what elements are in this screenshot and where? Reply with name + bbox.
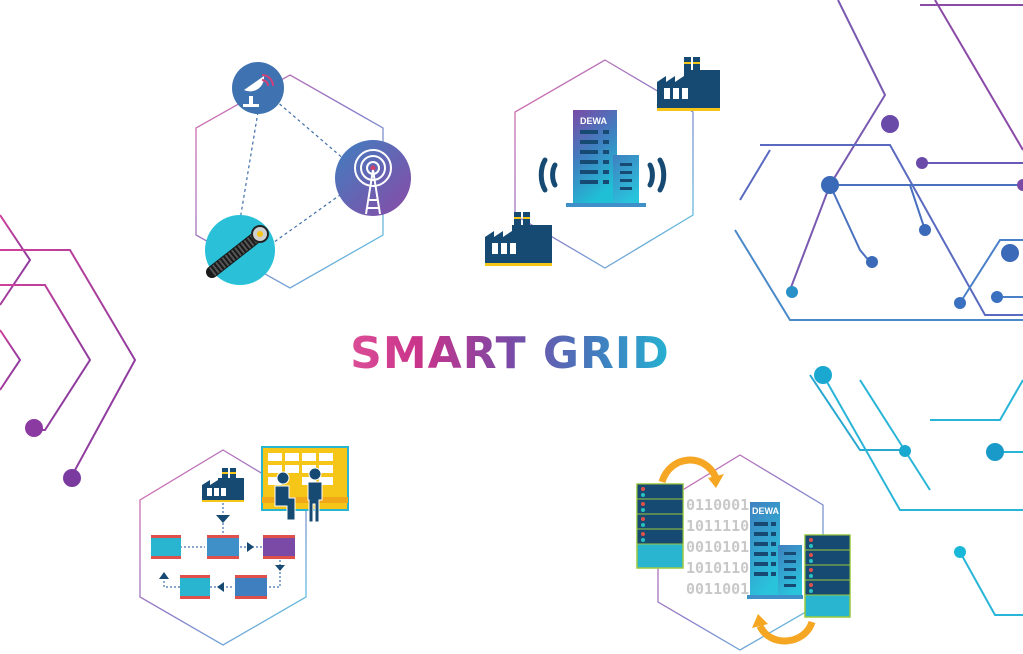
binary-digits: 0110001 1011110 0010101 1010110 0011001 bbox=[686, 496, 749, 598]
left-node-1 bbox=[25, 419, 43, 437]
binary-row: 1011110 bbox=[686, 517, 749, 535]
dewa-building-icon-data: DEWA bbox=[747, 502, 803, 599]
factory-icon-bottom bbox=[485, 212, 552, 266]
server-rack-left-icon bbox=[636, 483, 684, 569]
operators-icon bbox=[274, 467, 323, 523]
utility-building-group: DEWA bbox=[485, 57, 720, 266]
binary-row: 0010101 bbox=[686, 538, 749, 556]
satellite-dish-icon bbox=[232, 62, 284, 114]
radio-tower-icon bbox=[335, 140, 411, 216]
sync-arrow-top-icon bbox=[658, 456, 724, 488]
right-circuit-nodes bbox=[786, 115, 1023, 558]
grid-modules bbox=[151, 535, 295, 599]
page-title: SMART GRID bbox=[330, 328, 690, 379]
dewa-building-icon: DEWA bbox=[538, 110, 667, 207]
building-label-top: DEWA bbox=[580, 116, 608, 126]
control-center-group bbox=[151, 446, 349, 599]
binary-row: 0011001 bbox=[686, 580, 749, 598]
server-rack-right-icon bbox=[804, 534, 851, 618]
fiber-cable-icon bbox=[205, 215, 275, 285]
left-node-2 bbox=[63, 469, 81, 487]
network-links bbox=[239, 99, 346, 246]
factory-icon-control bbox=[202, 468, 244, 502]
flow-arrows bbox=[159, 515, 285, 592]
factory-icon-top bbox=[657, 57, 720, 111]
communication-network bbox=[205, 62, 411, 285]
binary-row: 1010110 bbox=[686, 559, 749, 577]
binary-row: 0110001 bbox=[686, 496, 749, 514]
left-circuit-lines bbox=[0, 214, 137, 479]
data-center-group: DEWA bbox=[636, 456, 851, 645]
building-label-bottom: DEWA bbox=[752, 506, 780, 516]
sync-arrow-bottom-icon bbox=[752, 614, 816, 645]
